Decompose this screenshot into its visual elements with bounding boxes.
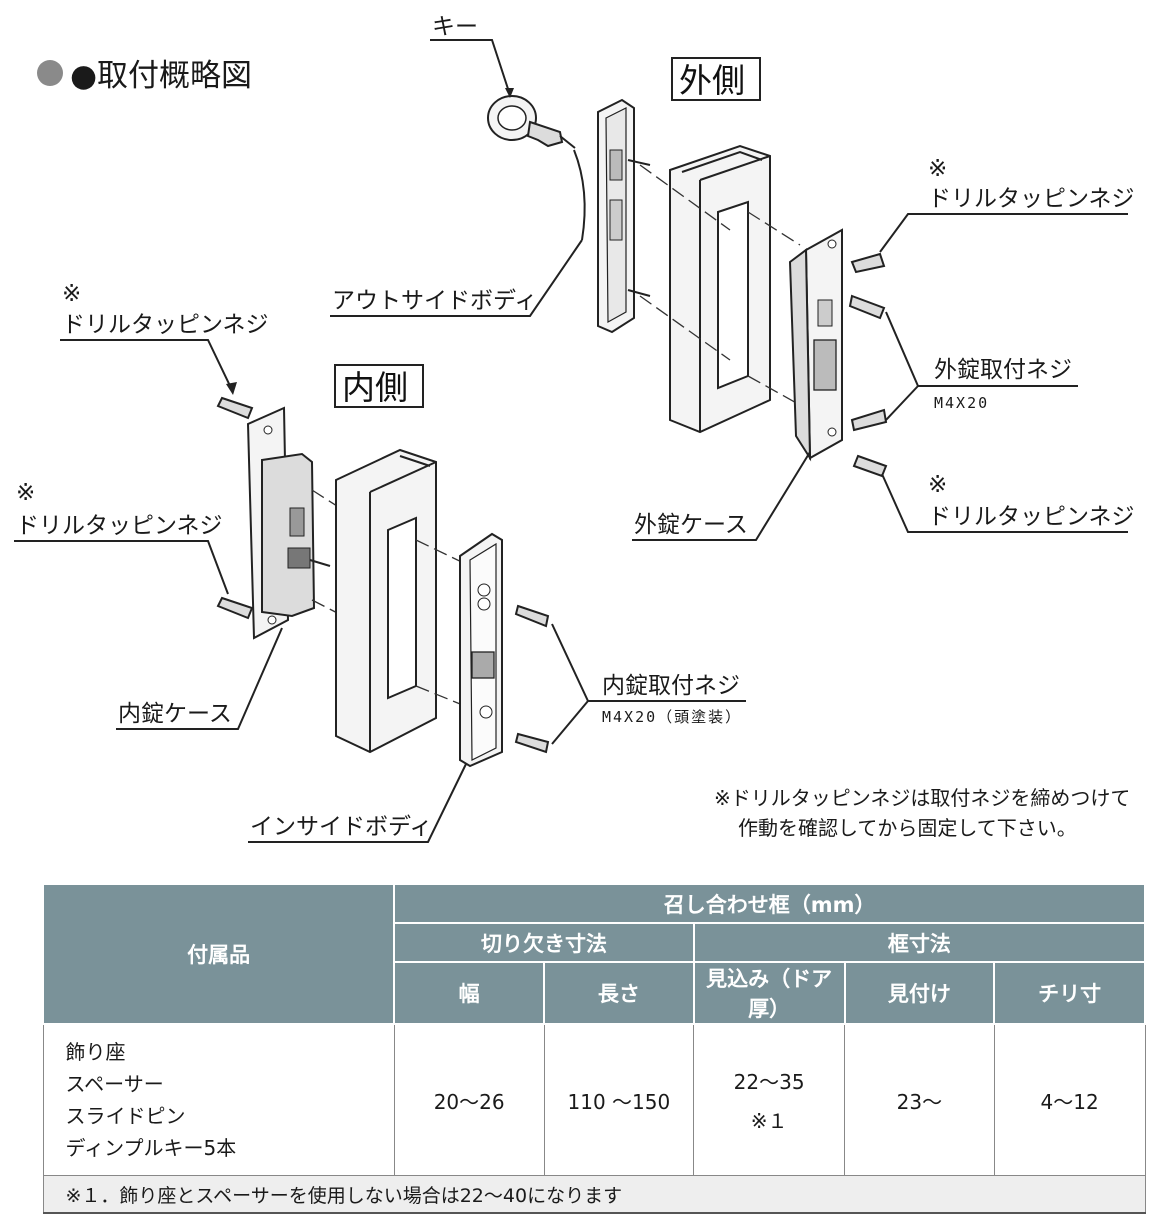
outside-screws [848, 252, 888, 478]
header-frame: 召し合わせ框（mm） [393, 883, 1146, 924]
outside-label: 外側 [679, 61, 745, 100]
outer-lock-case-part [788, 228, 843, 462]
inner-screw-label: 内錠取付ネジ [602, 673, 740, 699]
inner-lock-case-label: 内錠ケース [118, 701, 232, 727]
inside-mount-screws [514, 604, 550, 754]
outside-label-box: 外側 [671, 57, 761, 101]
key-label: キー [432, 14, 478, 40]
drill-screw-label-bottom-right: ドリルタッピンネジ [928, 504, 1135, 530]
inside-body-part [459, 532, 503, 768]
asterisk-mark: ※ [928, 472, 947, 498]
accessory-item: スライドピン [65, 1104, 186, 1128]
inside-body-label: インサイドボディ [250, 814, 432, 840]
header-clearance: チリ寸 [993, 961, 1146, 1025]
note-line-1: ※ドリルタッピンネジは取付ネジを締めつけて [714, 786, 1130, 810]
asterisk-mark: ※ [16, 480, 35, 506]
heading-bullet-icon [37, 60, 63, 86]
header-width: 幅 [393, 961, 546, 1025]
heading: ●取付概略図 [70, 58, 252, 94]
value-depth-cell: 22〜35 ※１ [693, 1023, 845, 1176]
outer-screw-label: 外錠取付ネジ [934, 357, 1072, 383]
outer-screw-size: M4X20 [934, 394, 989, 412]
outside-frame-part [669, 144, 771, 434]
header-depth: 見込み（ドア厚） [692, 961, 846, 1025]
value-depth: 22〜35 [733, 1070, 805, 1094]
value-clearance: 4〜12 [993, 1023, 1146, 1176]
key-icon [487, 95, 576, 149]
table-footnote: ※１．飾り座とスペーサーを使用しない場合は22〜40になります [42, 1175, 1146, 1214]
note-line-2: 作動を確認してから固定して下さい。 [738, 816, 1077, 840]
header-cutout: 切り欠き寸法 [393, 922, 695, 963]
accessory-item: ディンプルキー5本 [65, 1136, 237, 1160]
outside-body-label: アウトサイドボディ [332, 288, 537, 314]
header-face: 見付け [843, 961, 996, 1025]
accessory-item: 飾り座 [65, 1040, 126, 1064]
value-width: 20〜26 [393, 1023, 545, 1176]
installation-diagram: ●取付概略図 外側 キー アウトサイドボディ [14, 14, 1135, 843]
outside-body-part [597, 98, 651, 334]
header-frame-dims: 框寸法 [692, 922, 1147, 963]
inside-frame-part [335, 448, 437, 754]
value-length: 110 〜150 [543, 1023, 695, 1176]
drill-screw-label-top-right: ドリルタッピンネジ [928, 186, 1135, 212]
accessories-cell: 飾り座 スペーサー スライドピン ディンプルキー5本 [42, 1023, 395, 1176]
inner-screw-size: M4X20（頭塗装） [602, 708, 742, 726]
drill-screw-label-top-left: ドリルタッピンネジ [62, 312, 269, 338]
asterisk-mark: ※ [928, 156, 947, 182]
header-accessories: 付属品 [41, 883, 396, 1025]
inside-label-box: 内側 [334, 364, 424, 408]
asterisk-mark: ※ [62, 281, 81, 307]
value-depth-note: ※１ [750, 1109, 788, 1133]
drill-screw-label-mid-left: ドリルタッピンネジ [16, 513, 223, 539]
outer-lock-case-label: 外錠ケース [634, 512, 748, 538]
spec-table: 付属品 召し合わせ框（mm） 切り欠き寸法 框寸法 幅 長さ 見込み（ドア厚） … [41, 883, 1147, 1214]
inside-drill-screws [216, 396, 254, 620]
accessory-item: スペーサー [65, 1072, 164, 1096]
inner-lock-case-part [246, 406, 331, 640]
value-face: 23〜 [844, 1023, 995, 1176]
header-length: 長さ [543, 961, 695, 1025]
inside-label: 内側 [342, 368, 408, 407]
